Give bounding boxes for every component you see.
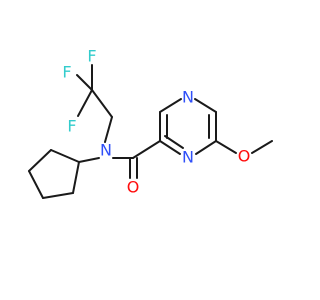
bond-c-f-upper-left <box>76 74 93 91</box>
amide-nitrogen-label: N <box>100 141 112 160</box>
carbonyl-oxygen-label: O <box>127 178 140 197</box>
bond-pz-6-inner <box>164 135 184 149</box>
structure-diagram: F F F N N N O O <box>28 47 273 199</box>
bond-ring-o <box>215 140 237 154</box>
pyrazine-nitrogen-bottom-label: N <box>182 148 194 167</box>
bond-pz-6 <box>159 140 181 155</box>
bond-c-f-lower-left <box>77 89 93 117</box>
pyrazine-nitrogen-top-label: N <box>182 88 194 107</box>
bond-c-ch2 <box>91 89 113 118</box>
bond-ring-e <box>72 161 80 194</box>
fluorine-lower-left-label: F <box>67 117 76 136</box>
bond-ring-c <box>28 170 44 199</box>
bond-pz-3 <box>194 98 217 113</box>
bond-ring-a <box>50 149 80 163</box>
bond-ring-b <box>28 149 52 172</box>
fluorine-top-label: F <box>87 47 96 66</box>
bond-pz-5 <box>195 140 217 155</box>
atom-labels: F F F N N N O O <box>62 47 250 197</box>
bond-carbonyl-ring <box>132 140 161 159</box>
bond-ch2-n <box>104 116 113 143</box>
bond-ring-d <box>42 192 74 199</box>
molecule-canvas: F F F N N N O O <box>28 47 273 199</box>
bond-n-cyclopentyl <box>78 157 100 163</box>
bond-o-ch3 <box>251 140 273 154</box>
methoxy-oxygen-label: O <box>238 147 251 166</box>
bond-pz-2 <box>159 98 182 113</box>
bonds <box>28 64 273 199</box>
fluorine-upper-left-label: F <box>62 63 71 82</box>
